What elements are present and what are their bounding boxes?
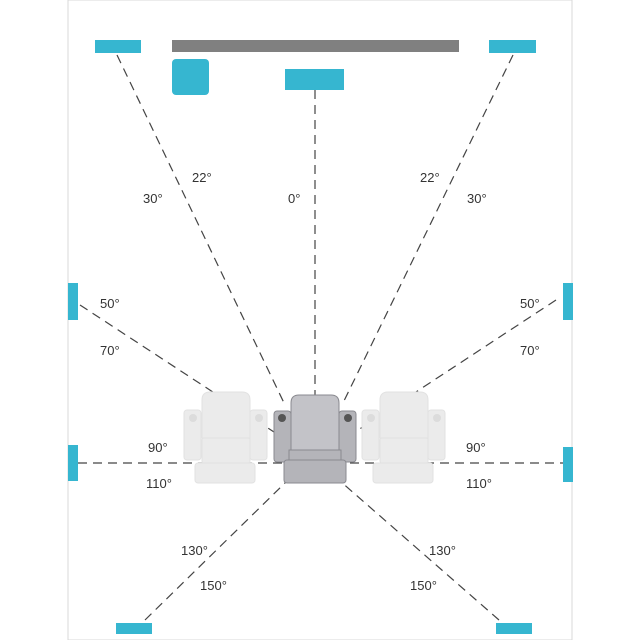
label-rear-right-130: 130° <box>429 543 456 558</box>
left-side-speaker <box>68 445 78 481</box>
label-side-right-110: 110° <box>466 476 492 491</box>
label-center-0: 0° <box>288 191 300 206</box>
ghost-seat-left <box>183 391 268 484</box>
line-front-left <box>116 54 286 406</box>
line-rear-right <box>339 480 500 621</box>
rear-left-speaker <box>116 623 152 634</box>
label-rear-left-150: 150° <box>200 578 227 593</box>
speakers <box>68 40 573 634</box>
label-side-right-50: 50° <box>520 296 540 311</box>
main-seat <box>273 394 357 484</box>
left-side-upper-speaker <box>68 283 78 320</box>
label-front-right-30: 30° <box>467 191 487 206</box>
angle-labels: 0° 22° 30° 22° 30° 50° 70° 50° 70° 90° 1… <box>100 170 540 593</box>
label-rear-left-130: 130° <box>181 543 208 558</box>
label-side-right-90: 90° <box>466 440 486 455</box>
right-side-speaker <box>563 447 573 482</box>
line-rear-left <box>144 480 288 621</box>
label-front-right-22: 22° <box>420 170 440 185</box>
line-front-right <box>341 54 514 406</box>
label-side-left-50: 50° <box>100 296 120 311</box>
subwoofer <box>172 59 209 95</box>
label-rear-right-150: 150° <box>410 578 437 593</box>
ghost-seat-right <box>361 391 446 484</box>
rear-right-speaker <box>496 623 532 634</box>
room-outline <box>67 0 573 640</box>
label-side-right-70: 70° <box>520 343 540 358</box>
label-front-left-22: 22° <box>192 170 212 185</box>
label-side-left-90: 90° <box>148 440 168 455</box>
center-speaker <box>285 69 344 90</box>
label-side-left-70: 70° <box>100 343 120 358</box>
projection-screen <box>172 40 459 52</box>
right-side-upper-speaker <box>563 283 573 320</box>
front-right-height-speaker <box>489 40 536 53</box>
front-left-height-speaker <box>95 40 141 53</box>
label-side-left-110: 110° <box>146 476 172 491</box>
label-front-left-30: 30° <box>143 191 163 206</box>
line-side-left-upper <box>79 304 275 433</box>
